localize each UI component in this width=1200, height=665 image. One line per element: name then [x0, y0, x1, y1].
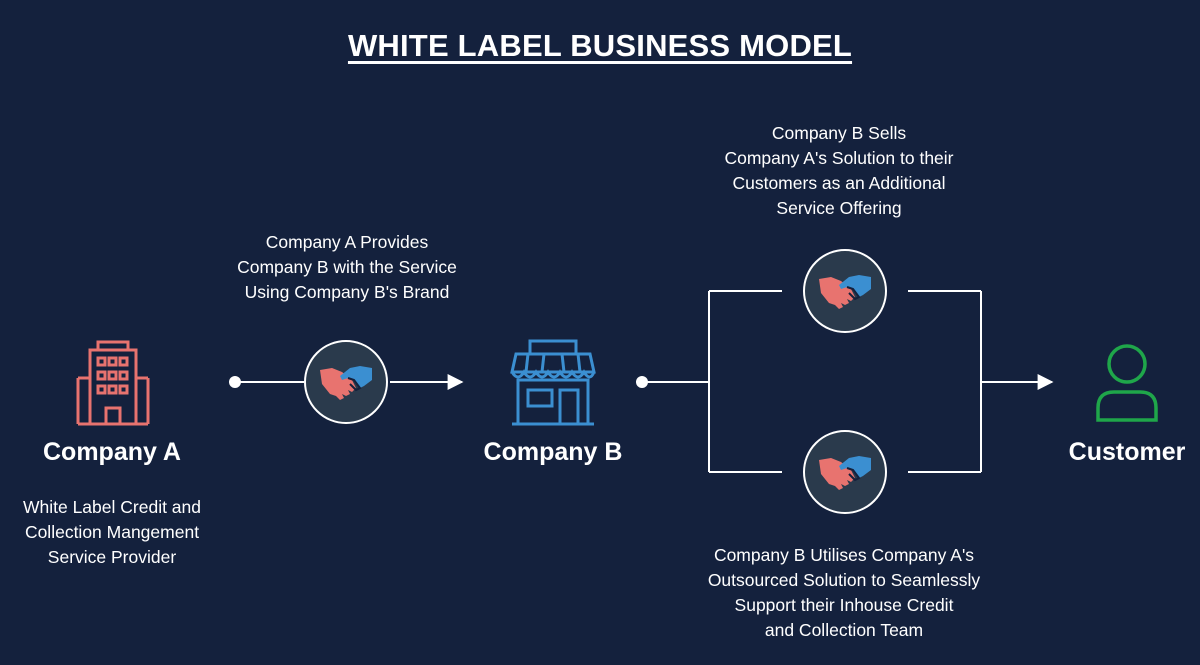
handshake-icon [819, 275, 871, 309]
handshake-icon [819, 456, 871, 490]
company-b-label: Company B [483, 438, 623, 466]
company-a-description: White Label Credit and Collection Mangem… [22, 497, 202, 567]
handshake-node-provides [304, 340, 388, 424]
caption-utilises: Company B Utilises Company A's Outsource… [707, 545, 981, 640]
user-icon [1096, 344, 1158, 422]
handshake-node-utilises [803, 430, 887, 514]
caption-provides: Company A Provides Company B with the Se… [237, 232, 457, 302]
company-a-label: Company A [43, 438, 181, 466]
customer-label: Customer [1068, 438, 1186, 466]
storefront-icon [510, 339, 596, 426]
handshake-node-sells [803, 249, 887, 333]
handshake-icon [320, 366, 372, 400]
building-icon [76, 340, 150, 426]
diagram-title: WHITE LABEL BUSINESS MODEL [347, 28, 853, 63]
caption-sells: Company B Sells Company A's Solution to … [724, 123, 954, 218]
